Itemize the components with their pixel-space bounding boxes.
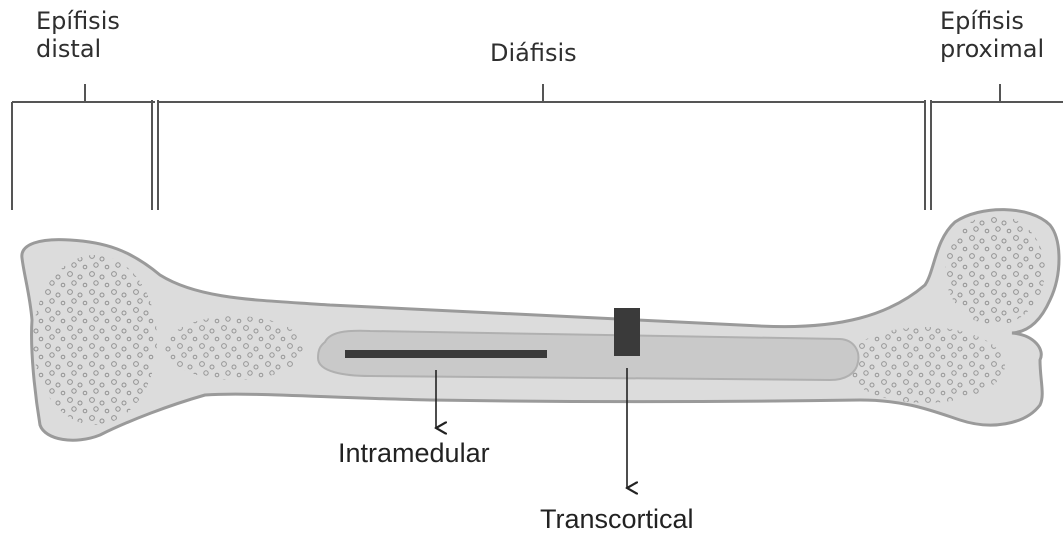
spongy-distal xyxy=(33,255,157,425)
bracket-distal-epiphysis xyxy=(12,84,155,210)
spongy-proximal-head xyxy=(945,215,1045,325)
diaphysis-label: Diáfisis xyxy=(490,40,577,68)
intramedullary-implant xyxy=(345,350,547,358)
transcortical-implant xyxy=(614,308,640,356)
proximal-epiphysis-line2: proximal xyxy=(940,36,1044,64)
femur-bone xyxy=(22,210,1059,441)
proximal-epiphysis-label: Epífisis proximal xyxy=(940,8,1044,63)
distal-epiphysis-line1: Epífisis xyxy=(36,8,120,36)
bracket-diaphysis xyxy=(152,84,931,210)
spongy-distal-neck xyxy=(165,316,305,380)
spongy-proximal-neck xyxy=(845,327,1005,403)
bracket-proximal-epiphysis xyxy=(931,84,1063,102)
distal-epiphysis-line2: distal xyxy=(36,36,120,64)
bone-outline xyxy=(22,210,1059,441)
intramedullary-label: Intramedular xyxy=(338,438,490,469)
distal-epiphysis-label: Epífisis distal xyxy=(36,8,120,63)
region-brackets xyxy=(12,84,1063,210)
proximal-epiphysis-line1: Epífisis xyxy=(940,8,1044,36)
transcortical-label: Transcortical xyxy=(540,504,694,535)
